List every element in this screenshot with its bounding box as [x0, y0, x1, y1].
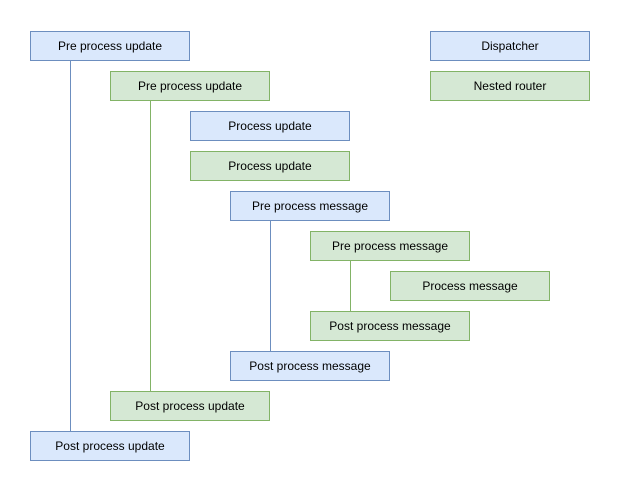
- node-router-pre-process-message: Pre process message: [310, 231, 470, 261]
- node-label: Post process message: [329, 319, 451, 333]
- node-label: Process update: [228, 159, 312, 173]
- node-label: Nested router: [473, 79, 547, 93]
- node-router-post-process-message: Post process message: [310, 311, 470, 341]
- node-label: Dispatcher: [481, 39, 539, 53]
- node-label: Pre process update: [137, 79, 243, 93]
- node-label: Post process update: [135, 399, 245, 413]
- node-dispatcher-pre-process-message: Pre process message: [230, 191, 390, 221]
- node-dispatcher-post-process-update: Post process update: [30, 431, 190, 461]
- node-legend-dispatcher: Dispatcher: [430, 31, 590, 61]
- node-router-post-process-update: Post process update: [110, 391, 270, 421]
- node-router-pre-process-update: Pre process update: [110, 71, 270, 101]
- node-label: Pre process update: [57, 39, 163, 53]
- connector-router-message-span: [350, 261, 351, 311]
- node-dispatcher-pre-process-update: Pre process update: [30, 31, 190, 61]
- node-label: Post process update: [55, 439, 165, 453]
- connector-dispatcher-update-span: [70, 61, 71, 431]
- node-router-process-update: Process update: [190, 151, 350, 181]
- connector-router-update-span: [150, 101, 151, 391]
- node-label: Process update: [228, 119, 312, 133]
- node-label: Pre process message: [251, 199, 369, 213]
- node-legend-nested-router: Nested router: [430, 71, 590, 101]
- node-router-process-message: Process message: [390, 271, 550, 301]
- node-dispatcher-process-update: Process update: [190, 111, 350, 141]
- node-label: Post process message: [249, 359, 371, 373]
- node-dispatcher-post-process-message: Post process message: [230, 351, 390, 381]
- node-label: Pre process message: [331, 239, 449, 253]
- connector-dispatcher-message-span: [270, 221, 271, 351]
- node-label: Process message: [422, 279, 518, 293]
